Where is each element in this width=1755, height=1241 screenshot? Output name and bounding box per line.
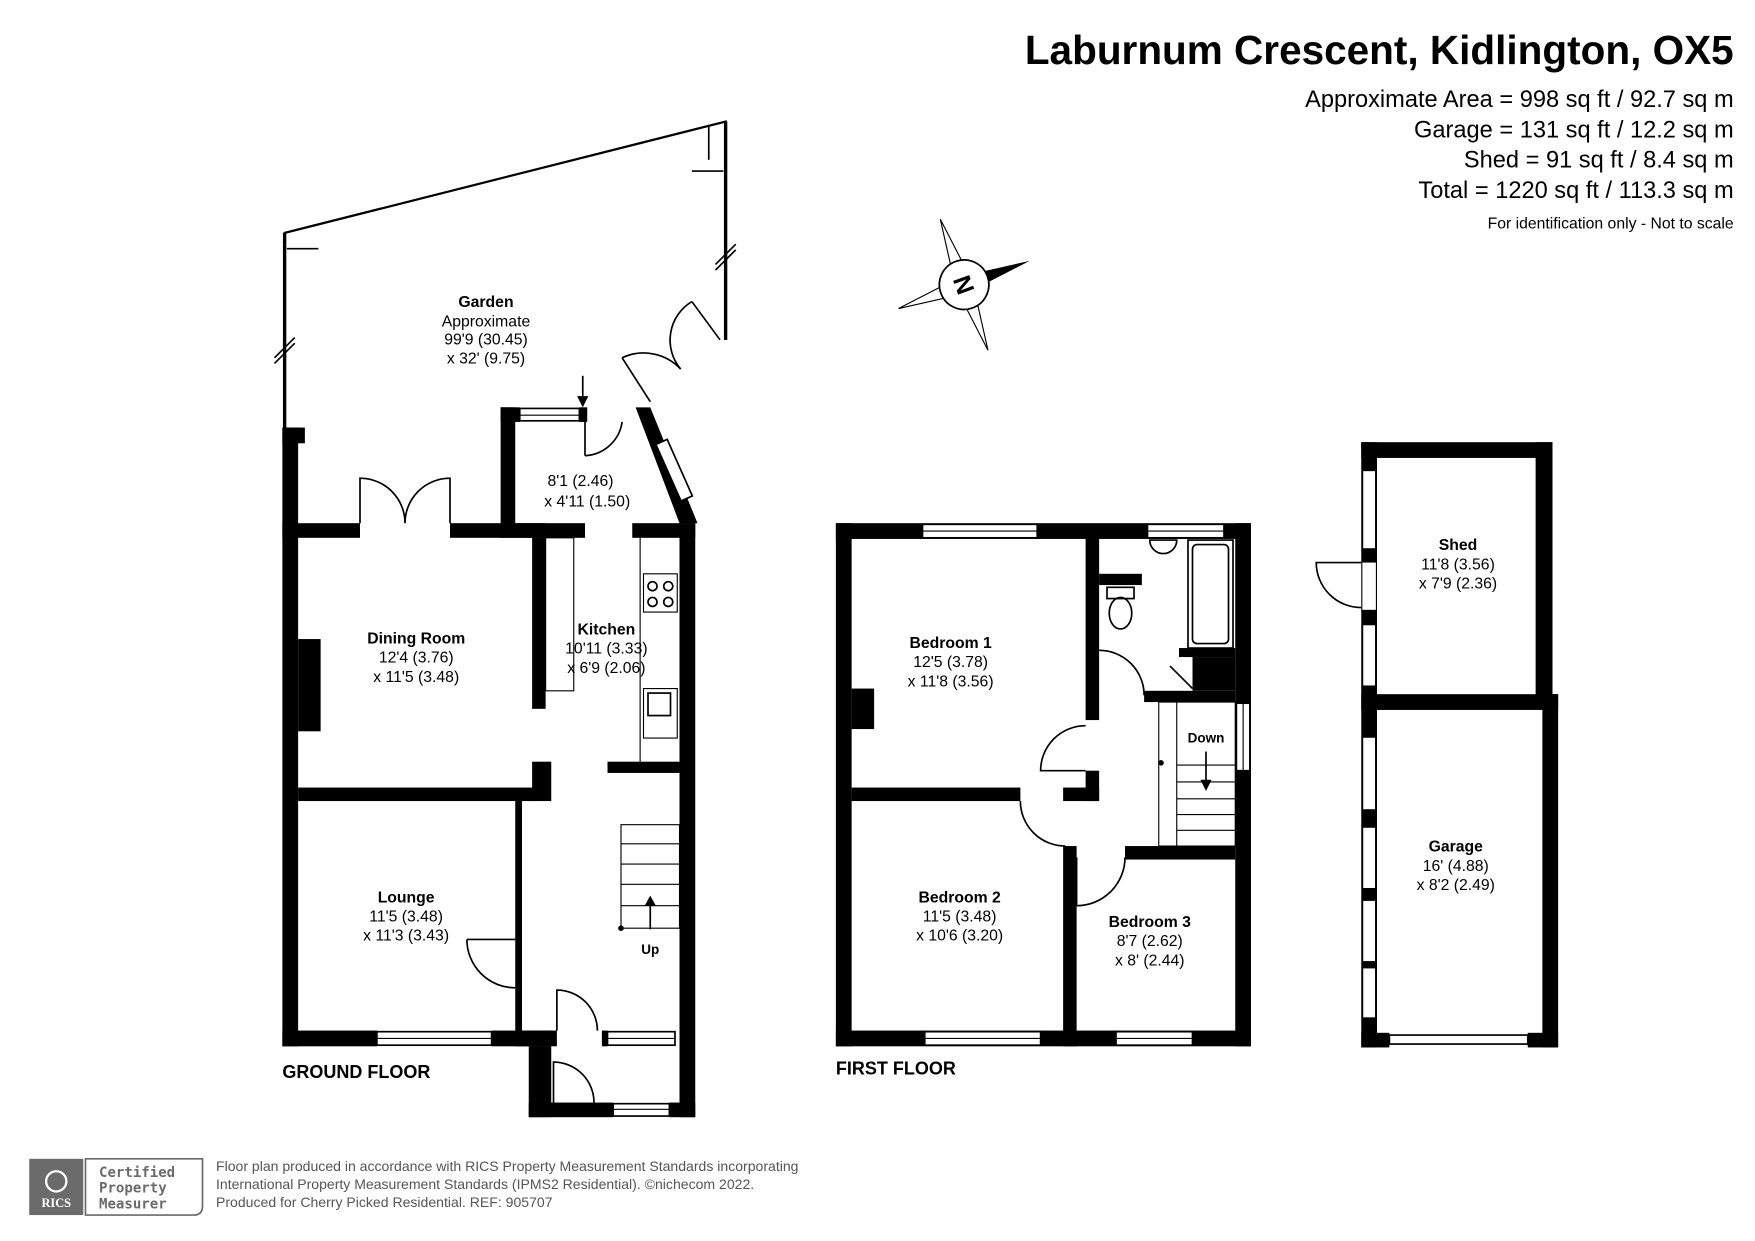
dining-room-length: 12'4 (3.76) <box>379 650 454 667</box>
utility-length: 8'1 (2.46) <box>547 473 613 490</box>
bedroom-3-width: x 8' (2.44) <box>1115 952 1185 969</box>
garden-length: 99'9 (30.45) <box>444 331 528 348</box>
toilet-icon <box>1108 596 1133 630</box>
rics-brand: RICS <box>41 1196 71 1210</box>
footer-line-3: Produced for Cherry Picked Residential. … <box>216 1194 553 1210</box>
hob-icon <box>642 573 678 613</box>
lounge-label: Lounge <box>378 889 435 906</box>
garden-approx: Approximate <box>442 313 531 330</box>
shed-length: 11'8 (3.56) <box>1421 556 1495 573</box>
ground-floor-plan: Garden Approximate 99'9 (30.45) x 32' (9… <box>273 120 737 1118</box>
outbuildings-plan: Shed 11'8 (3.56) x 7'9 (2.36) Garage 16'… <box>1315 442 1559 1048</box>
sink-icon <box>642 688 678 739</box>
shed-label: Shed <box>1439 537 1478 554</box>
badge-line-2: Property <box>99 1181 167 1197</box>
shed-width: x 7'9 (2.36) <box>1419 575 1497 592</box>
area-total: Total = 1220 sq ft / 113.3 sq m <box>1418 178 1733 204</box>
bedroom-2-width: x 10'6 (3.20) <box>916 928 1003 945</box>
lounge-length: 11'5 (3.48) <box>369 908 443 925</box>
garage-width: x 8'2 (2.49) <box>1417 877 1495 894</box>
garage-length: 16' (4.88) <box>1423 858 1489 875</box>
dining-room-width: x 11'5 (3.48) <box>373 669 459 686</box>
scale-note: For identification only - Not to scale <box>1488 215 1734 232</box>
stairs-down <box>1158 701 1236 847</box>
garage-label: Garage <box>1429 839 1484 856</box>
stairs-up-label: Up <box>641 942 659 957</box>
bedroom-1-width: x 11'8 (3.56) <box>908 673 994 690</box>
footer-line-1: Floor plan produced in accordance with R… <box>216 1158 798 1174</box>
compass-icon: N <box>898 218 1030 351</box>
footer-line-2: International Property Measurement Stand… <box>216 1176 754 1192</box>
badge-line-3: Measurer <box>99 1196 167 1212</box>
first-floor-plan: Bedroom 1 12'5 (3.78) x 11'8 (3.56) Bedr… <box>835 523 1251 1078</box>
area-shed: Shed = 91 sq ft / 8.4 sq m <box>1464 148 1734 174</box>
badge-line-1: Certified <box>99 1165 175 1181</box>
rics-badge: RICS Certified Property Measurer <box>29 1157 204 1216</box>
basin-icon <box>1148 539 1178 555</box>
kitchen-label: Kitchen <box>577 622 635 639</box>
dining-room-label: Dining Room <box>367 631 465 648</box>
stairs-up <box>618 824 681 931</box>
bedroom-1-length: 12'5 (3.78) <box>913 654 988 671</box>
bedroom-1-label: Bedroom 1 <box>909 635 992 652</box>
lounge-width: x 11'3 (3.43) <box>363 928 449 945</box>
garden-boundary <box>283 120 727 428</box>
ground-floor-label: GROUND FLOOR <box>282 1062 430 1082</box>
area-garage: Garage = 131 sq ft / 12.2 sq m <box>1414 117 1734 143</box>
kitchen-width: x 6'9 (2.06) <box>567 660 645 677</box>
garden-width: x 32' (9.75) <box>447 350 525 367</box>
first-floor-label: FIRST FLOOR <box>836 1058 956 1078</box>
utility-width: x 4'11 (1.50) <box>544 493 630 510</box>
stairs-down-label: Down <box>1188 731 1225 746</box>
area-approximate: Approximate Area = 998 sq ft / 92.7 sq m <box>1305 87 1734 113</box>
property-title: Laburnum Crescent, Kidlington, OX5 <box>1025 27 1734 73</box>
kitchen-length: 10'11 (3.33) <box>565 641 647 658</box>
bedroom-3-label: Bedroom 3 <box>1109 914 1192 931</box>
garden-label: Garden <box>458 294 513 311</box>
lion-logo-icon <box>45 1170 68 1193</box>
bedroom-2-length: 11'5 (3.48) <box>923 908 997 925</box>
bedroom-2-label: Bedroom 2 <box>918 889 1001 906</box>
bedroom-3-length: 8'7 (2.62) <box>1117 933 1183 950</box>
bath-icon <box>1187 539 1234 649</box>
